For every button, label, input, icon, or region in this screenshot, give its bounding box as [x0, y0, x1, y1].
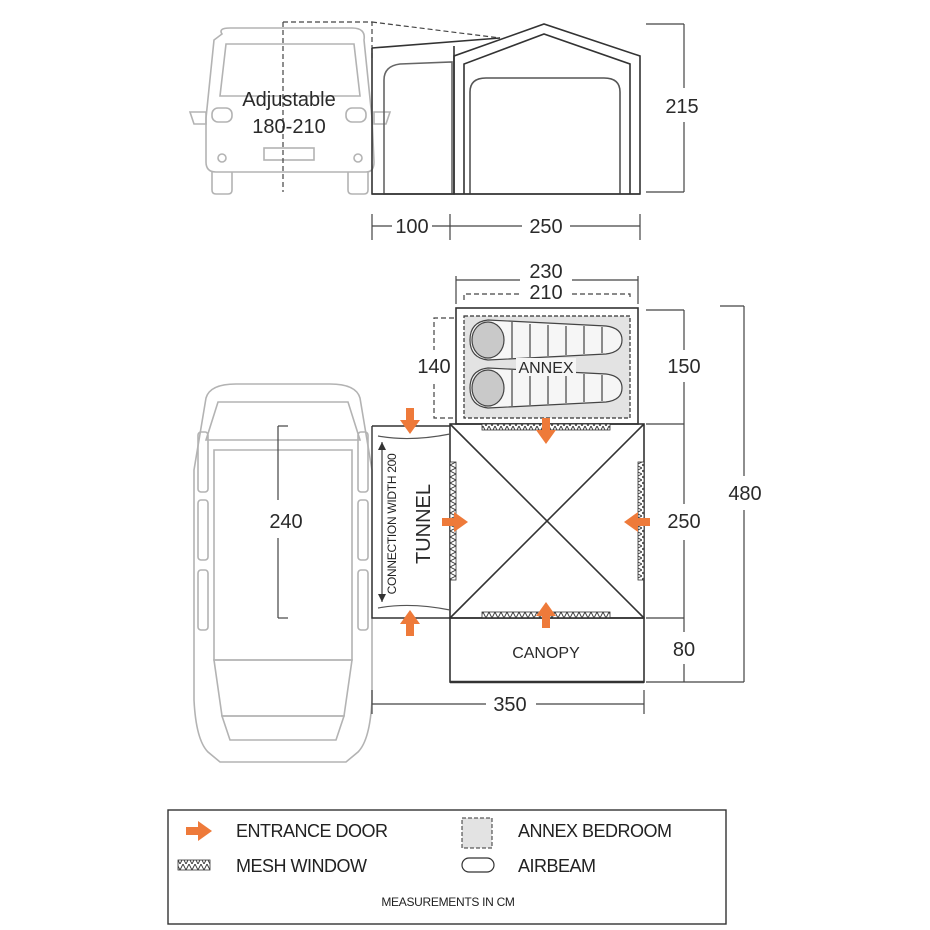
- sleeping-bag-bottom: [469, 367, 623, 409]
- annex-depth-value: 150: [667, 356, 700, 378]
- legend-annex-bedroom: ANNEX BEDROOM: [518, 821, 672, 841]
- annex-bedroom: ANNEX: [455, 307, 639, 425]
- depth-dimensions: 150 250 80 480: [646, 305, 762, 683]
- annex-bedroom-icon: [461, 817, 493, 849]
- legend: ENTRANCE DOOR ANNEX BEDROOM MESH WINDOW …: [167, 809, 727, 925]
- legend-entrance-door: ENTRANCE DOOR: [236, 821, 388, 841]
- van-length-dimension: 240: [269, 425, 303, 619]
- sleeping-bag-top: [469, 319, 623, 361]
- tunnel-label: TUNNEL: [413, 484, 435, 564]
- annex-label: ANNEX: [518, 360, 573, 377]
- canopy-depth-value: 80: [673, 639, 695, 661]
- tunnel-length-value: 100: [395, 216, 428, 238]
- canopy-label: CANOPY: [512, 645, 580, 662]
- height-value: 215: [665, 96, 698, 118]
- van-front-outline: [188, 27, 392, 195]
- total-width-dimension: 350: [371, 690, 645, 716]
- tunnel-side: [371, 37, 501, 195]
- mesh-window-icon: [177, 859, 211, 871]
- entrance-arrow-tunnel-top: [400, 408, 420, 434]
- entrance-arrow-tunnel-bottom: [400, 610, 420, 636]
- main-length-value: 250: [529, 216, 562, 238]
- floor-plan: 240 ANNEX 230: [193, 261, 762, 763]
- side-view: Adjustable 180-210 215: [188, 21, 699, 240]
- main-depth-value: 250: [667, 511, 700, 533]
- annex-outer-width-value: 230: [529, 261, 562, 283]
- van-adjustable-range: 180-210: [252, 116, 325, 138]
- entrance-arrow-canopy: [536, 602, 556, 628]
- annex-width-dimensions: 230 210 140: [417, 261, 639, 419]
- airbeam-icon: [461, 857, 495, 873]
- main-tent: [449, 423, 645, 619]
- annex-inner-width-value: 210: [529, 282, 562, 304]
- entrance-arrow-right: [624, 512, 650, 532]
- van-adjustable-label: Adjustable: [242, 89, 335, 111]
- entrance-arrow-left: [442, 512, 468, 532]
- tunnel-roof-dash: [371, 21, 501, 39]
- length-dimensions: 100 250: [371, 214, 641, 240]
- tunnel: CONNECTION WIDTH 200 TUNNEL: [371, 425, 451, 619]
- legend-airbeam: AIRBEAM: [518, 856, 596, 876]
- total-depth-value: 480: [728, 483, 761, 505]
- total-width-value: 350: [493, 694, 526, 716]
- height-dimension: 215: [646, 23, 699, 193]
- annex-inner-depth-value: 140: [417, 356, 450, 378]
- van-top-outline: [193, 383, 373, 763]
- main-tent-side: [372, 23, 641, 195]
- connection-width-label: CONNECTION WIDTH 200: [385, 453, 399, 594]
- legend-mesh-window: MESH WINDOW: [236, 856, 367, 876]
- measurements-footnote: MEASUREMENTS IN CM: [381, 895, 515, 909]
- entrance-door-arrows: [400, 408, 650, 636]
- van-length-value: 240: [269, 511, 302, 533]
